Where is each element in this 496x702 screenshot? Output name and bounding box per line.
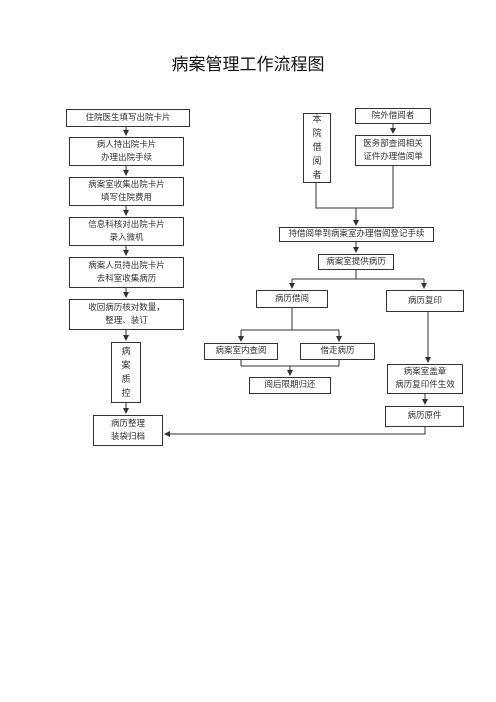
- external-borrower: 院外借阅者: [355, 108, 431, 124]
- stamp-copy-valid: 病案室盖章 病历复印件生效: [387, 364, 463, 394]
- medical-dept-approval: 医务部查阅相关 证件办理借阅单: [355, 135, 431, 166]
- page-title: 病案管理工作流程图: [171, 55, 325, 75]
- read-in-room: 病案室内查阅: [204, 343, 278, 360]
- original-record: 病历原件: [385, 406, 464, 427]
- take-out-record: 借走病历: [300, 343, 375, 360]
- step-check-bind: 收回病历核对数量， 整理、装订: [69, 299, 184, 330]
- step-archive: 病历整理 装袋归档: [93, 415, 163, 446]
- step-fill-discharge-card: 住院医生填写出院卡片: [66, 109, 190, 127]
- record-copy: 病历复印: [386, 290, 464, 312]
- step-collect-cards: 病案室收集出院卡片 填写住院费用: [69, 177, 184, 206]
- step-quality-control: 病案质控: [111, 342, 141, 403]
- step-collect-records: 病案人员持出院卡片 去科室收集病历: [69, 257, 184, 288]
- internal-borrower: 本院借阅者: [303, 113, 331, 183]
- record-borrow: 病历借阅: [256, 290, 328, 308]
- return-on-time: 阅后限期归还: [249, 377, 331, 394]
- step-verify-enter: 信息科核对出院卡片 录入微机: [69, 217, 184, 246]
- borrow-registration: 持借阅单到病案室办理借阅登记手续: [279, 227, 434, 242]
- provide-records: 病案室提供病历: [318, 254, 394, 270]
- step-discharge-procedure: 病人持出院卡片 办理出院手续: [69, 137, 184, 166]
